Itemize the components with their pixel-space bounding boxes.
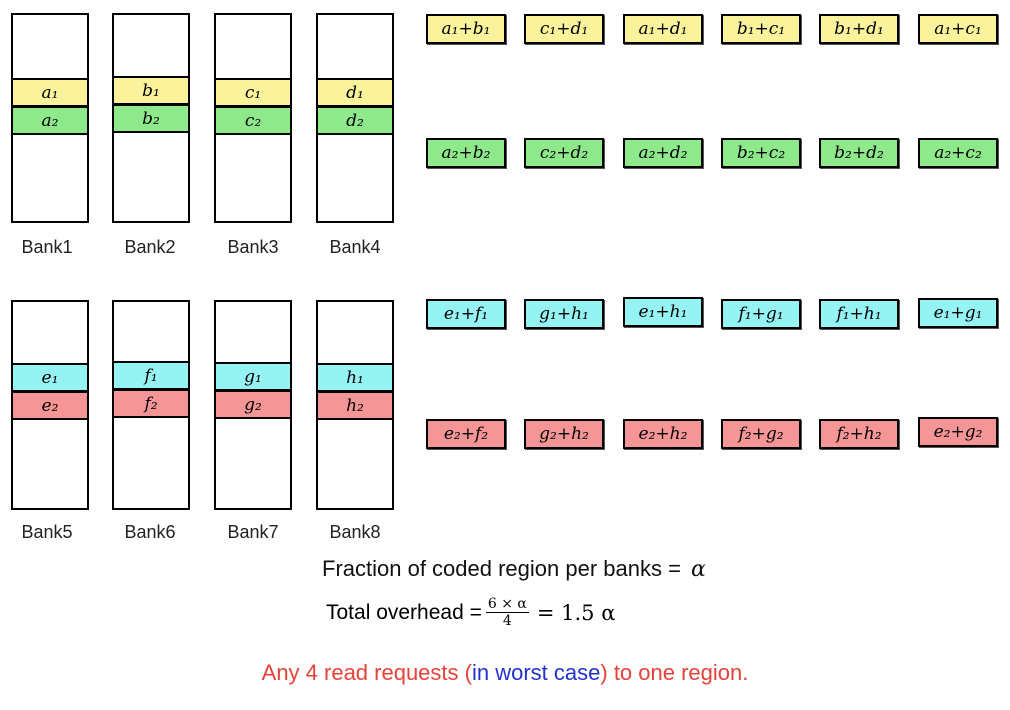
bank4-cell-bottom: d₂	[316, 106, 394, 135]
code-row2-4: b₂+c₂	[721, 138, 801, 168]
bank3-label: Bank3	[227, 237, 279, 257]
bank3-cell-bottom: c₂	[214, 106, 292, 135]
bank8-cell-bottom: h₂	[316, 391, 394, 420]
bank2: b₁ b₂	[112, 13, 190, 223]
code-row4-2: g₂+h₂	[524, 419, 604, 449]
code-row4-6: e₂+g₂	[918, 417, 998, 447]
overhead-result: = 1.5 α	[536, 600, 616, 625]
code-row1-1: a₁+b₁	[426, 14, 506, 44]
code-row3-4: f₁+g₁	[721, 299, 801, 329]
bank2-cell-top: b₁	[112, 76, 190, 105]
bank7-cell-top: g₁	[214, 362, 292, 391]
code-row1-3: a₁+d₁	[623, 14, 703, 44]
worst-case-statement: Any 4 read requests (in worst case) to o…	[0, 660, 1010, 686]
statement-part2: in worst case	[471, 660, 601, 685]
code-row2-6: a₂+c₂	[918, 138, 998, 168]
overhead-numerator: 6 × α	[485, 596, 529, 613]
code-row3-1: e₁+f₁	[426, 299, 506, 329]
bank6-cell-top: f₁	[112, 361, 190, 390]
bank5-cell-top: e₁	[11, 363, 89, 392]
code-row4-5: f₂+h₂	[819, 419, 899, 449]
bank7-cell-bottom: g₂	[214, 390, 292, 419]
code-row4-3: e₂+h₂	[623, 419, 703, 449]
overhead-fraction: 6 × α 4	[485, 596, 529, 629]
code-row1-4: b₁+c₁	[721, 14, 801, 44]
overhead-denominator: 4	[502, 613, 512, 629]
bank1: a₁ a₂	[11, 13, 89, 223]
bank4: d₁ d₂	[316, 13, 394, 223]
fraction-label: Fraction of coded region per banks =	[322, 556, 681, 581]
bank6-label: Bank6	[124, 522, 176, 542]
code-row3-3: e₁+h₁	[623, 297, 703, 327]
code-row2-2: c₂+d₂	[524, 138, 604, 168]
code-row3-2: g₁+h₁	[524, 299, 604, 329]
code-row3-5: f₁+h₁	[819, 299, 899, 329]
bank1-label: Bank1	[21, 237, 73, 257]
code-row1-2: c₁+d₁	[524, 14, 604, 44]
code-row3-6: e₁+g₁	[918, 298, 998, 328]
bank4-cell-top: d₁	[316, 78, 394, 107]
bank6-cell-bottom: f₂	[112, 389, 190, 418]
bank6: f₁ f₂	[112, 300, 190, 510]
fraction-statement: Fraction of coded region per banks = α	[322, 556, 706, 582]
bank1-cell-bottom: a₂	[11, 106, 89, 135]
bank3-cell-top: c₁	[214, 78, 292, 107]
code-row2-5: b₂+d₂	[819, 138, 899, 168]
code-row4-4: f₂+g₂	[721, 419, 801, 449]
code-row1-5: b₁+d₁	[819, 14, 899, 44]
alpha-symbol: α	[690, 557, 706, 582]
statement-part3: ) to one region.	[600, 660, 749, 685]
bank8-label: Bank8	[329, 522, 381, 542]
bank8-cell-top: h₁	[316, 363, 394, 392]
bank8: h₁ h₂	[316, 300, 394, 510]
overhead-label: Total overhead =	[326, 600, 482, 624]
bank7-label: Bank7	[227, 522, 279, 542]
code-row1-6: a₁+c₁	[918, 14, 998, 44]
code-row2-1: a₂+b₂	[426, 138, 506, 168]
bank1-cell-top: a₁	[11, 78, 89, 107]
code-row4-1: e₂+f₂	[426, 419, 506, 449]
bank2-cell-bottom: b₂	[112, 104, 190, 133]
bank5-cell-bottom: e₂	[11, 391, 89, 420]
bank3: c₁ c₂	[214, 13, 292, 223]
bank7: g₁ g₂	[214, 300, 292, 510]
overhead-formula: Total overhead = 6 × α 4 = 1.5 α	[326, 596, 615, 629]
bank5: e₁ e₂	[11, 300, 89, 510]
bank5-label: Bank5	[21, 522, 73, 542]
bank4-label: Bank4	[329, 237, 381, 257]
bank2-label: Bank2	[124, 237, 176, 257]
code-row2-3: a₂+d₂	[623, 138, 703, 168]
statement-part1: Any 4 read requests (	[261, 660, 472, 685]
